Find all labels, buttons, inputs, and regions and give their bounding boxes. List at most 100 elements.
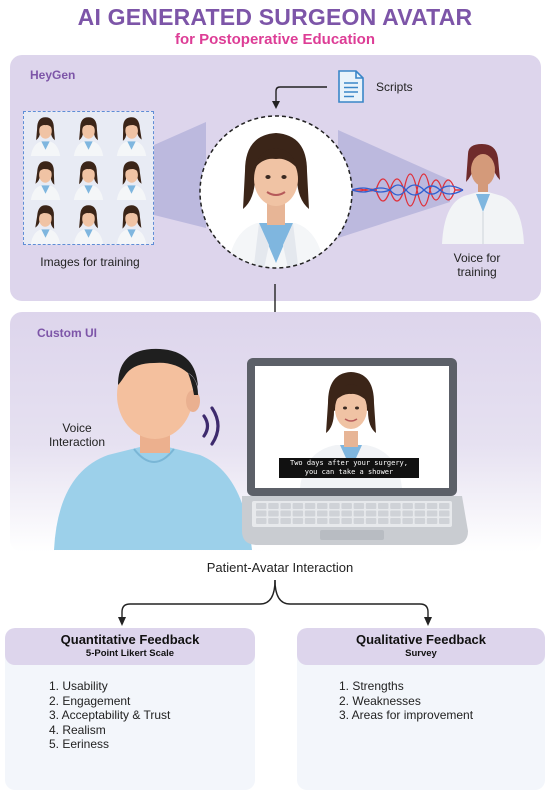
list-item: 2. Engagement [49,693,131,708]
keyboard-key [329,503,340,509]
sound-waves-icon [202,406,220,446]
keyboard-key [304,510,316,517]
keyboard-key [268,518,279,524]
keyboard-key [317,518,328,524]
qualitative-header: Qualitative Feedback Survey [297,628,545,665]
portrait-thumbnail [30,161,61,200]
training-image [24,200,67,244]
keyboard-key [353,518,365,524]
keyboard-key [329,510,340,517]
keyboard-key [378,518,389,524]
list-item: 3. Areas for improvement [339,708,474,722]
keyboard-key [390,503,401,509]
keyboard-key [304,518,316,524]
patient-avatar-interaction-label: Patient-Avatar Interaction [206,560,354,575]
keyboard-key [353,503,365,509]
avatar-portrait [199,115,353,269]
main-subtitle: for Postoperative Education [174,31,376,48]
portrait-thumbnail [116,117,147,156]
portrait-thumbnail [73,117,104,156]
keyboard-key [378,510,389,517]
keyboard-key [402,510,413,517]
keyboard-key [292,503,304,509]
list-item: 4. Realism [49,722,106,737]
keyboard-key [256,518,267,524]
keyboard-key [414,518,426,524]
keyboard-key [256,503,267,509]
main-title: AI GENERATED SURGEON AVATAR [77,4,473,30]
keyboard-key [402,518,413,524]
keyboard-key [341,518,352,524]
patient-illustration [54,348,252,550]
quantitative-header: Quantitative Feedback 5-Point Likert Sca… [5,628,255,665]
keyboard-key [365,510,377,517]
qualitative-list: 1. Strengths 2. Weaknesses 3. Areas for … [339,679,545,723]
training-images-grid [23,111,154,245]
training-image [24,112,67,156]
keyboard-key [268,503,279,509]
projection-wedges [154,122,450,238]
list-item: 3. Acceptability & Trust [49,708,171,722]
portrait-thumbnail [116,161,147,200]
portrait-thumbnail [73,205,104,244]
keyboard-key [280,503,291,509]
keyboard-key [292,510,304,517]
quantitative-list: 1. Usability 2. Engagement 3. Acceptabil… [49,679,255,752]
list-item: 2. Weaknesses [339,693,421,708]
quantitative-feedback-card: Quantitative Feedback 5-Point Likert Sca… [5,628,255,790]
keyboard-key [390,510,401,517]
keyboard-key [378,503,389,509]
images-for-training-label: Images for training [40,255,140,269]
keyboard-key [365,518,377,524]
list-item: 5. Eeriness [49,737,110,751]
keyboard-key [280,510,291,517]
document-icon [338,70,364,103]
training-image [110,200,153,244]
voice-waveform [351,173,464,207]
qualitative-subtitle: Survey [405,648,437,659]
keyboard-key [329,518,340,524]
scripts-arrow [272,86,327,109]
quantitative-subtitle: 5-Point Likert Scale [85,648,175,659]
voice-person-illustration [442,144,524,244]
qualitative-feedback-card: Qualitative Feedback Survey 1. Strengths… [297,628,545,790]
portrait-thumbnail [73,161,104,200]
portrait-thumbnail [116,205,147,244]
keyboard-key [317,503,328,509]
keyboard-key [280,518,291,524]
voice-interaction-label: Voice Interaction [48,421,106,449]
training-image [110,156,153,200]
keyboard-key [353,510,365,517]
list-item: 1. Strengths [339,679,404,693]
training-image [67,112,110,156]
keyboard-key [402,503,413,509]
keyboard-key [426,503,438,509]
keyboard-key [426,510,438,517]
avatar-subtitle-caption: Two days after your surgery, you can tak… [279,458,419,478]
keyboard-key [304,503,316,509]
heygen-label: HeyGen [30,68,76,82]
training-image [24,156,67,200]
list-item: 1. Usability [49,679,108,693]
feedback-branch-arrows [118,580,432,626]
keyboard-key [439,503,450,509]
keyboard-key [317,510,328,517]
keyboard-key [390,518,401,524]
scripts-label: Scripts [376,80,413,94]
keyboard-key [439,518,450,524]
training-image [67,200,110,244]
qualitative-title: Qualitative Feedback [355,632,487,647]
keyboard-key [256,510,267,517]
keyboard-key [268,510,279,517]
keyboard-key [426,518,438,524]
keyboard-key [341,510,352,517]
custom-ui-label: Custom UI [37,326,97,340]
portrait-thumbnail [30,117,61,156]
keyboard-key [365,503,377,509]
training-image [110,112,153,156]
keyboard-key [341,503,352,509]
portrait-thumbnail [30,205,61,244]
keyboard-key [414,510,426,517]
keyboard-key [414,503,426,509]
keyboard-key [292,518,304,524]
